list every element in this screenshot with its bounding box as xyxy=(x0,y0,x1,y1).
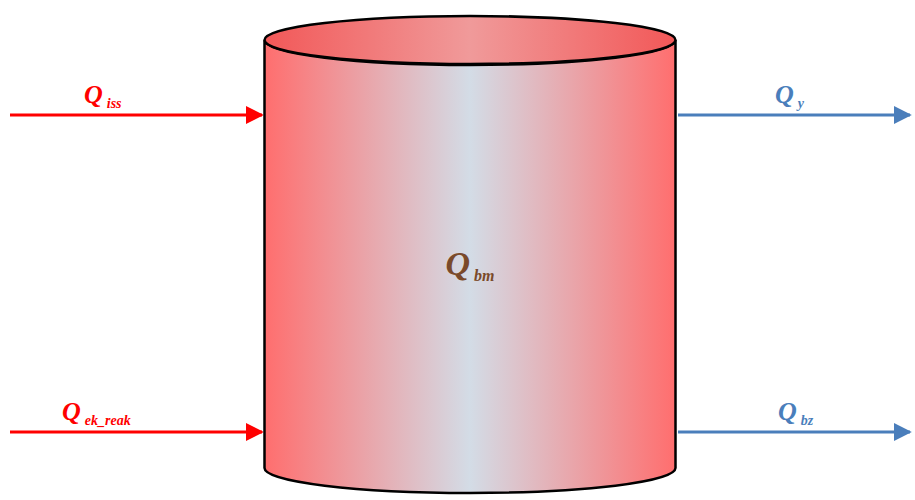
flow-label: Q iss xyxy=(84,80,122,110)
flow-label: Q ek_reak xyxy=(62,397,131,427)
outflow-arrow xyxy=(678,114,910,117)
cylinder-top xyxy=(265,16,676,64)
inflow-arrow xyxy=(10,431,262,434)
outflow-arrow xyxy=(678,431,910,434)
flow-label: Q y xyxy=(775,80,804,110)
cylinder-body xyxy=(265,40,676,493)
quantity-label: Q bm xyxy=(445,245,494,283)
tank-cylinder: Q bm xyxy=(263,14,677,498)
inflow-arrow xyxy=(10,114,262,117)
flow-label: Q bz xyxy=(778,397,813,427)
